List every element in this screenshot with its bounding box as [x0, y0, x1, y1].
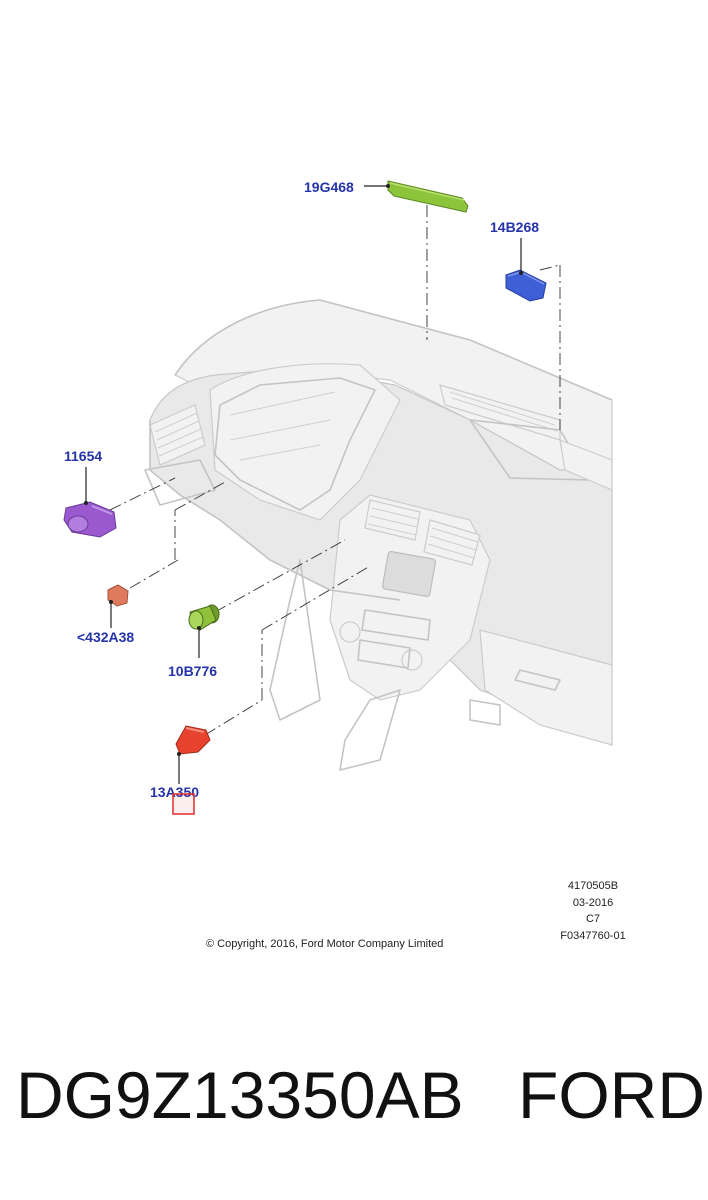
drawing-figure-id: F0347760-01: [560, 930, 625, 942]
callout-432a38[interactable]: <432A38: [77, 629, 134, 645]
drawing-ref: 4170505B: [568, 880, 618, 892]
callout-11654[interactable]: 11654: [64, 448, 102, 464]
callout-leaders: [84, 184, 523, 784]
part-11654-shape[interactable]: [63, 501, 117, 538]
callout-10b776[interactable]: 10B776: [168, 663, 217, 679]
drawing-info-block: 4170505B 03-2016 C7 F0347760-01: [560, 880, 625, 942]
brand-title: FORD: [518, 1058, 705, 1132]
part-14b268-shape[interactable]: [505, 269, 547, 302]
drawing-date: 03-2016: [573, 897, 613, 909]
part-19g468-shape[interactable]: [387, 180, 469, 213]
part-13a350-shape[interactable]: [175, 725, 211, 755]
assembly-leader-lines: [109, 205, 561, 736]
copyright-notice: © Copyright, 2016, Ford Motor Company Li…: [206, 938, 443, 950]
part-432a38-shape[interactable]: [107, 584, 129, 607]
callout-19g468[interactable]: 19G468: [304, 179, 354, 195]
selected-part-highlight: [172, 793, 195, 815]
exploded-parts-diagram: 19G468 14B268 11654 <432A38 10B776 13A35…: [63, 179, 626, 950]
callout-13a350[interactable]: 13A350: [150, 784, 199, 800]
part-10b776-shape[interactable]: [188, 604, 220, 631]
callout-14b268[interactable]: 14B268: [490, 219, 539, 235]
part-number-title: DG9Z13350AB: [16, 1058, 464, 1132]
instrument-panel-drawing: [144, 299, 613, 771]
drawing-code: C7: [586, 913, 600, 925]
